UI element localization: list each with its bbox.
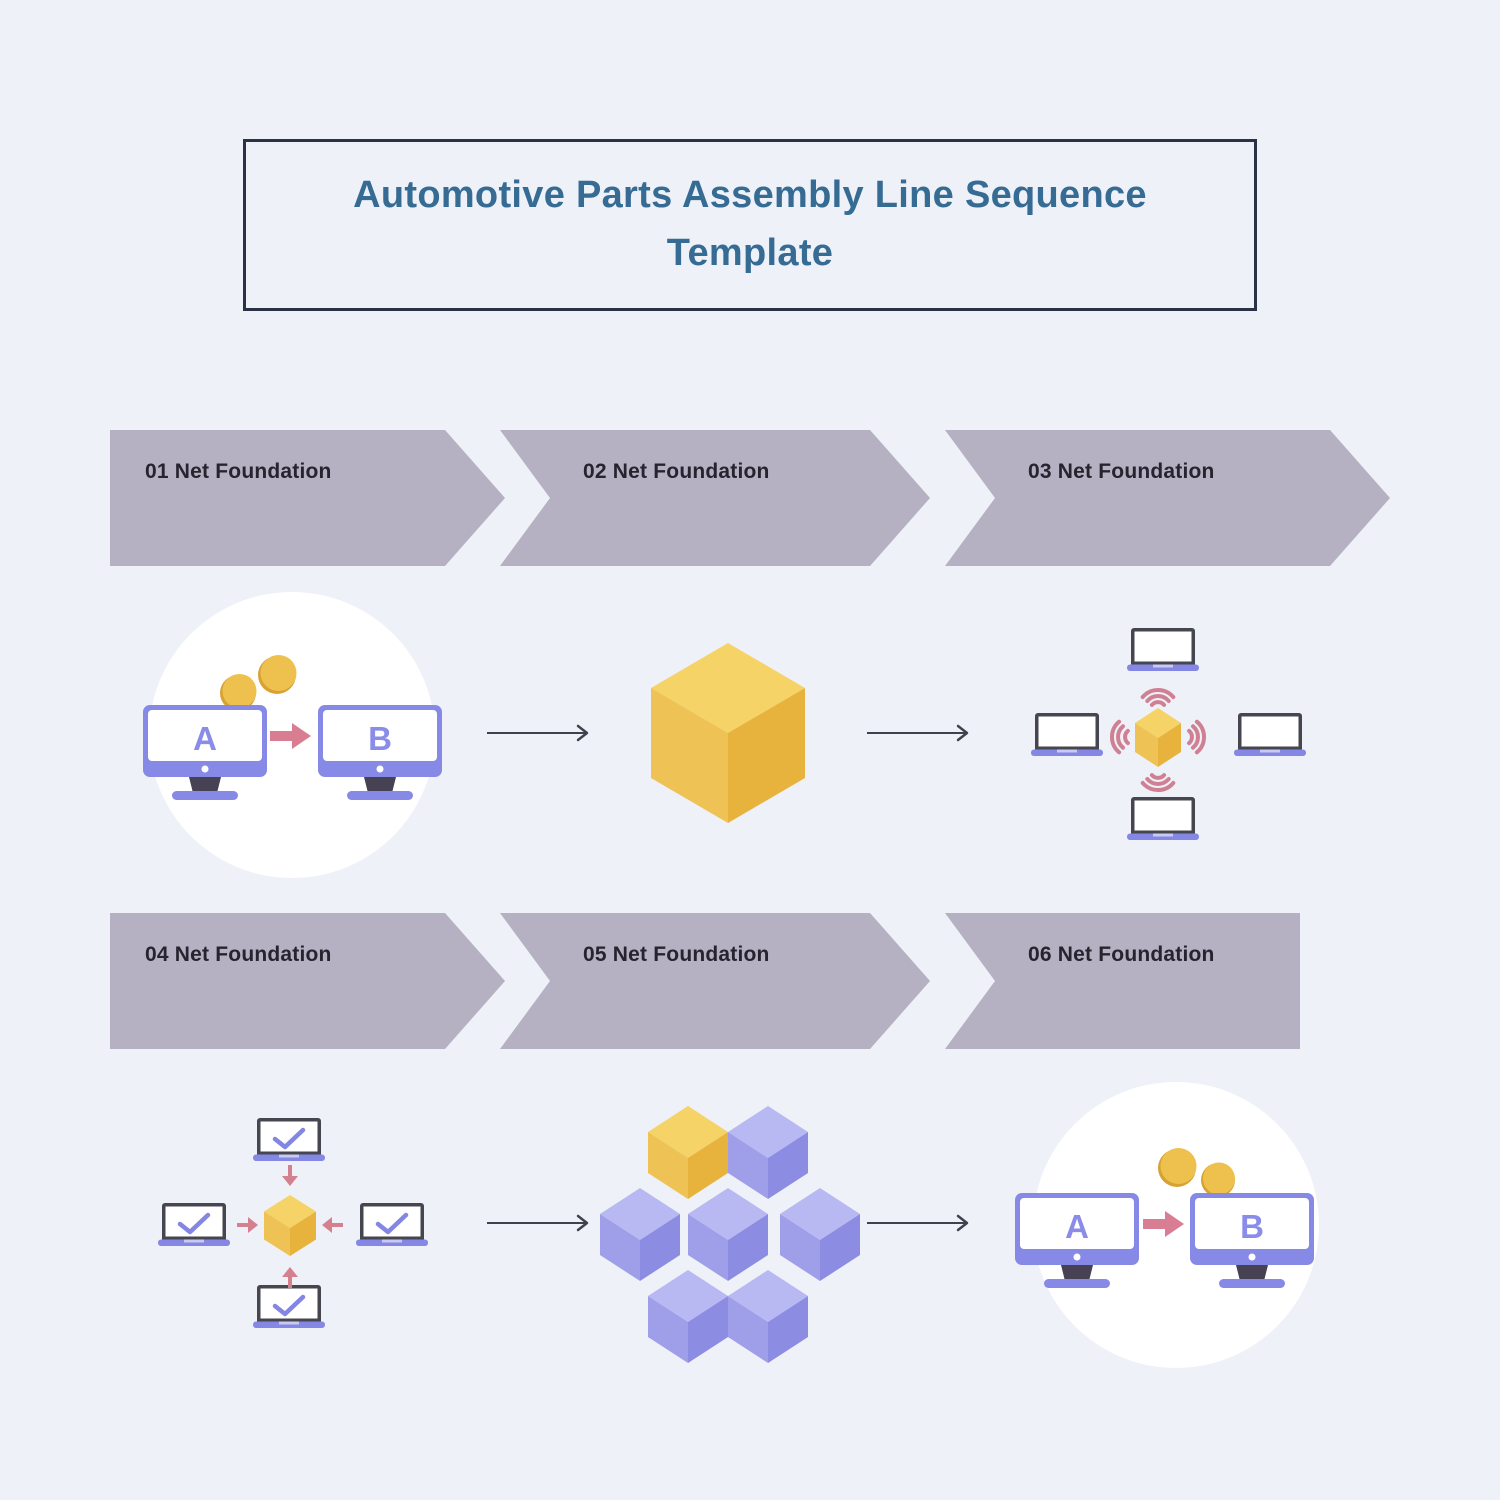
desktop-monitor-icon: A (1015, 1193, 1139, 1288)
check-icon (375, 1212, 409, 1235)
monitor-b-label: B (368, 720, 392, 757)
cube-icon (651, 643, 805, 823)
desktop-monitor-icon: B (318, 705, 442, 800)
banner-step-05: 05 Net Foundation (500, 913, 930, 1049)
banner-step-05-label: 05 Net Foundation (583, 943, 770, 966)
laptop-icon (356, 1203, 428, 1246)
laptop-icon (1127, 628, 1199, 671)
transfer-arrow-icon (1143, 1211, 1184, 1237)
illustration-transfer-a-to-b: A B (143, 592, 442, 878)
illustration-network-validate (158, 1118, 428, 1328)
banner-step-04: 04 Net Foundation (110, 913, 505, 1049)
title-box: Automotive Parts Assembly Line Sequence … (243, 139, 1257, 311)
desktop-monitor-icon: B (1190, 1193, 1314, 1288)
coin-icon (1158, 1148, 1235, 1197)
illustration-cube (651, 643, 805, 823)
flow-arrow-icon (487, 724, 589, 742)
laptop-icon (253, 1285, 325, 1328)
check-icon (272, 1127, 306, 1150)
desktop-monitor-icon: A (143, 705, 267, 800)
cube-purple (648, 1270, 728, 1363)
banner-step-06: 06 Net Foundation (945, 913, 1300, 1049)
monitor-a-label: A (193, 720, 217, 757)
page-title: Automotive Parts Assembly Line Sequence … (353, 174, 1147, 274)
banner-step-01-label: 01 Net Foundation (145, 460, 332, 483)
cube-purple (780, 1188, 860, 1281)
inbound-arrows (237, 1165, 343, 1288)
banner-step-01: 01 Net Foundation (110, 430, 505, 566)
cube-purple (728, 1106, 808, 1199)
banner-step-04-label: 04 Net Foundation (145, 943, 332, 966)
flow-arrow-icon (867, 724, 969, 742)
laptop-icon (158, 1203, 230, 1246)
illustration-network-broadcast (1031, 628, 1306, 840)
illustration-cube-stack (600, 1106, 860, 1363)
cube-icon (264, 1195, 316, 1256)
banner-step-03-label: 03 Net Foundation (1028, 460, 1215, 483)
cube-stack-icon (600, 1106, 860, 1363)
illustration-transfer-a-to-b: A B (1015, 1082, 1319, 1368)
banner-step-02: 02 Net Foundation (500, 430, 930, 566)
check-icon (177, 1212, 211, 1235)
cube-purple (600, 1188, 680, 1281)
cube-purple (688, 1188, 768, 1281)
check-icon (272, 1294, 306, 1317)
monitor-a-label: A (1065, 1208, 1089, 1245)
cube-yellow (648, 1106, 728, 1199)
laptop-icon (253, 1118, 325, 1161)
transfer-arrow-icon (270, 723, 311, 749)
laptop-icon (1234, 713, 1306, 756)
laptop-icon (1031, 713, 1103, 756)
flow-arrow-icon (487, 1214, 589, 1232)
coin-icon (220, 655, 297, 711)
banner-step-02-label: 02 Net Foundation (583, 460, 770, 483)
wifi-signal-icon (1109, 687, 1207, 793)
banner-step-03: 03 Net Foundation (945, 430, 1390, 566)
flow-arrow-icon (867, 1214, 969, 1232)
cube-icon (1135, 708, 1181, 767)
cube-purple (728, 1270, 808, 1363)
monitor-b-label: B (1240, 1208, 1264, 1245)
laptop-icon (1127, 797, 1199, 840)
banner-step-06-label: 06 Net Foundation (1028, 943, 1215, 966)
